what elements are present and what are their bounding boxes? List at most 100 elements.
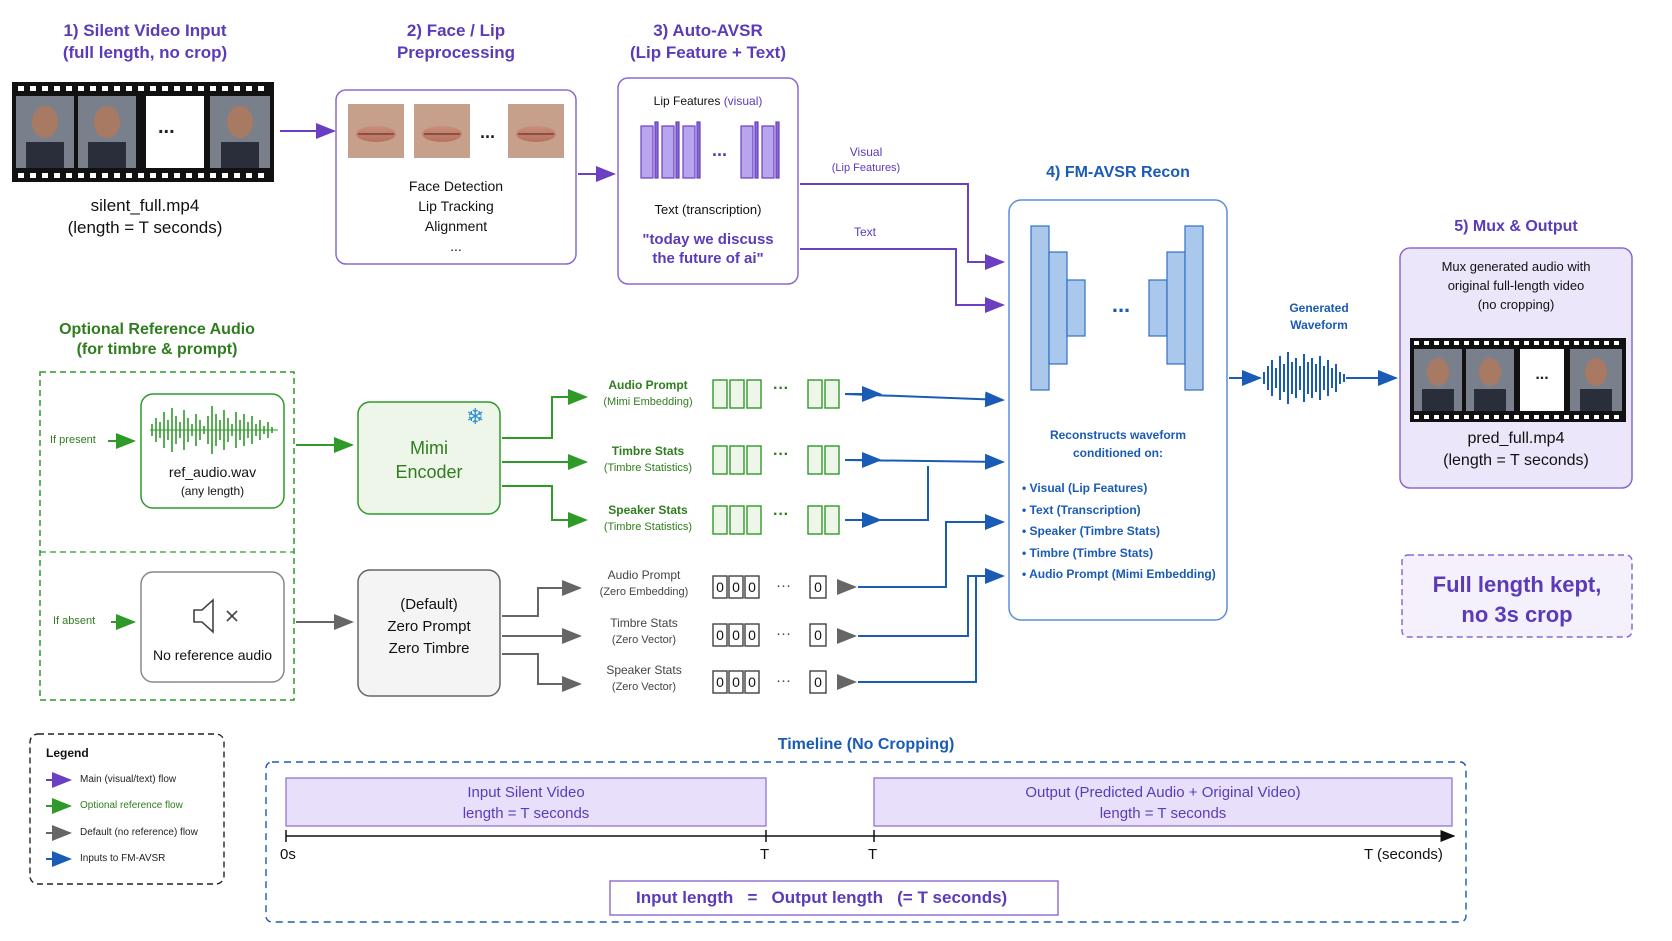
zero-digit: 0 [814, 579, 822, 595]
zero-blocks [712, 575, 827, 694]
step-more: ... [450, 238, 462, 254]
tick-0s: 0s [280, 846, 296, 863]
reference-title: Optional Reference Audio(for timbre & pr… [59, 321, 255, 358]
green-dots-1: ··· [773, 380, 789, 397]
if-present-label: If present [50, 434, 96, 446]
equation-box [609, 880, 1059, 916]
full-length-note-box [1401, 554, 1633, 638]
tick-t-output: T [868, 846, 878, 863]
condition-item: • Visual (Lip Features) [1022, 481, 1148, 495]
no-ref-text: No reference audio [152, 647, 273, 663]
zero-digit: 0 [732, 579, 740, 595]
zero-timbre-stats-label: Timbre Stats(Zero Vector) [610, 616, 678, 646]
legend-optional-flow: Optional reference flow [80, 800, 183, 811]
mimi-encoder-box [357, 401, 501, 515]
lip-crops [348, 104, 564, 158]
stage1-ellipsis: ... [158, 116, 175, 138]
timeline-output-label: Output (Predicted Audio + Original Video… [1025, 784, 1301, 822]
green-dots-3: ··· [773, 506, 789, 523]
green-dots-2: ··· [773, 446, 789, 463]
tick-end: T (seconds) [1364, 846, 1443, 863]
stage4-title: 4) FM-AVSR Recon [1046, 164, 1190, 181]
output-film-strip [1410, 338, 1626, 422]
legend-box [29, 733, 225, 885]
legend-fm-inputs: Inputs to FM-AVSR [80, 853, 166, 864]
gray-dots-1: ··· [776, 577, 791, 594]
zero-digit: 0 [748, 579, 756, 595]
zero-audio-prompt-label: Audio Prompt(Zero Embedding) [599, 568, 689, 598]
full-length-note: Full length kept,no 3s crop [1432, 572, 1602, 627]
zero-digit: 0 [748, 674, 756, 690]
step-lip-tracking: Lip Tracking [418, 198, 494, 214]
gray-dots-3: ··· [776, 672, 791, 689]
stage3-title: 3) Auto-AVSR(Lip Feature + Text) [629, 21, 786, 62]
step-face-detection: Face Detection [408, 178, 504, 194]
text-edge-label: Text [853, 225, 876, 239]
zero-digit: 0 [716, 674, 724, 690]
green-embedding-blocks [712, 379, 840, 535]
condition-list: • Visual (Lip Features) • Text (Transcri… [1022, 478, 1216, 586]
speaker-stats-label: Speaker Stats(Timbre Statistics) [603, 503, 693, 533]
gray-dots-2: ··· [776, 625, 791, 642]
timeline-panel [265, 761, 1467, 923]
zero-digit: 0 [716, 627, 724, 643]
zero-digit: 0 [716, 579, 724, 595]
zero-digit: 0 [732, 627, 740, 643]
output-ellipsis: ... [1535, 366, 1549, 383]
lip-features-label: Lip Features (visual) [653, 94, 763, 108]
stage2-ellipsis: ... [480, 122, 496, 142]
zero-digit: 0 [814, 627, 822, 643]
visual-edge-label: Visual(Lip Features) [831, 145, 901, 174]
timbre-stats-label: Timbre Stats(Timbre Statistics) [603, 444, 693, 474]
condition-item: • Timbre (Timbre Stats) [1022, 545, 1154, 560]
legend-title: Legend [46, 746, 89, 760]
zero-digit: 0 [814, 674, 822, 690]
timeline-title: Timeline (No Cropping) [777, 736, 955, 753]
zero-speaker-stats-label: Speaker Stats(Zero Vector) [606, 663, 682, 693]
if-absent-label: If absent [53, 615, 96, 627]
condition-item: • Speaker (Timbre Stats) [1022, 524, 1161, 538]
timeline-output-bar [873, 777, 1453, 827]
condition-item: • Audio Prompt (Mimi Embedding) [1022, 567, 1216, 581]
legend-default-flow: Default (no reference) flow [80, 827, 198, 838]
stage1-title: 1) Silent Video Input(full length, no cr… [62, 21, 228, 62]
ref-audio-text: ref_audio.wav(any length) [168, 464, 257, 498]
audio-prompt-label: Audio Prompt(Mimi Embedding) [603, 378, 693, 408]
step-alignment: Alignment [424, 218, 488, 234]
lip-features-ellipsis: ... [712, 140, 728, 160]
ref-waveform [150, 406, 278, 454]
unet-blocks [1030, 225, 1204, 391]
reference-panel [39, 371, 295, 701]
zero-digit: 0 [732, 674, 740, 690]
output-filename: pred_full.mp4 [1467, 430, 1565, 447]
zero-digit: 0 [748, 627, 756, 643]
frozen-snowflake-icon: ❄ [466, 404, 485, 429]
input-length: (length = T seconds) [67, 218, 223, 237]
lip-feature-bars [640, 121, 780, 179]
timeline-input-bar [285, 777, 767, 827]
input-filename: silent_full.mp4 [90, 196, 200, 215]
stage5-title: 5) Mux & Output [1454, 218, 1578, 235]
text-label: Text (transcription) [654, 202, 762, 217]
default-box [357, 569, 501, 697]
output-length: (length = T seconds) [1443, 452, 1589, 469]
condition-item: • Text (Transcription) [1022, 502, 1141, 517]
legend-main-flow: Main (visual/text) flow [80, 774, 177, 785]
equation-text: Input length = Output length (= T second… [636, 888, 1008, 907]
input-film-strip [12, 82, 274, 182]
preprocessing-steps: Face Detection Lip Tracking Alignment ..… [356, 176, 556, 256]
tick-t-input: T [760, 846, 770, 863]
mute-speaker-icon [193, 598, 238, 634]
unet-ellipsis: ... [1111, 292, 1131, 317]
generated-waveform [1263, 352, 1345, 404]
